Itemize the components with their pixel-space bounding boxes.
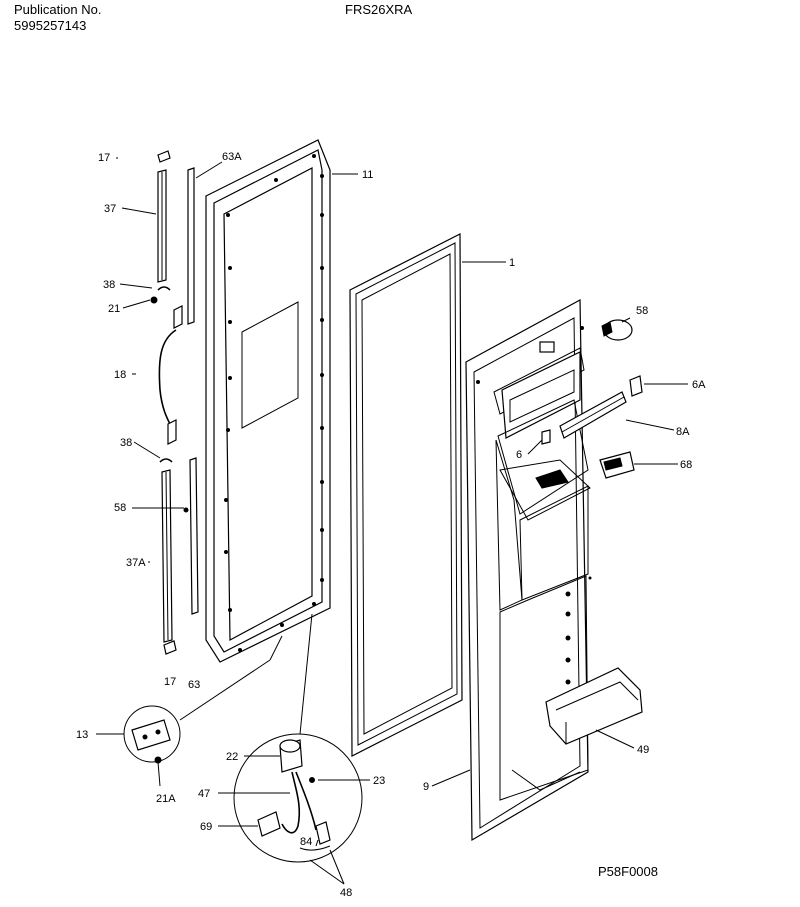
callout-6: 6 (516, 449, 522, 461)
hinge (123, 635, 283, 787)
lever-6 (541, 429, 551, 445)
leader-lines (96, 157, 688, 885)
callout-13: 13 (76, 729, 88, 741)
handle-clip-lower (159, 458, 173, 463)
callout-11: 11 (362, 169, 373, 181)
callout-63A: 63A (222, 151, 242, 163)
callout-37: 37 (104, 203, 116, 215)
callout-38-top: 38 (103, 279, 115, 291)
handle-clip-upper (157, 286, 171, 291)
dispenser-bar-8A (559, 391, 627, 439)
callout-68: 68 (680, 459, 692, 471)
handle-trim-upper (157, 169, 167, 283)
callout-18: 18 (114, 369, 126, 381)
screw-lower (183, 507, 189, 513)
bin-49 (545, 667, 643, 745)
callout-69: 69 (200, 821, 212, 833)
callout-23: 23 (373, 775, 385, 787)
end-cap-top (157, 150, 171, 163)
figure-code: P58F0008 (598, 864, 658, 879)
model-number: FRS26XRA (345, 2, 413, 17)
wiring-detail (233, 613, 370, 863)
screw-58-right (601, 319, 633, 341)
actuator-6A (629, 375, 643, 397)
callout-63: 63 (188, 679, 200, 691)
door-gasket (349, 233, 463, 757)
callout-58-left: 58 (114, 502, 126, 514)
screw-upper (150, 296, 158, 304)
callout-38-bottom: 38 (120, 437, 132, 449)
callout-84: 84 (300, 836, 312, 848)
callout-37A: 37A (126, 557, 146, 569)
publication-number: 5995257143 (14, 18, 87, 33)
callout-9: 9 (423, 781, 429, 793)
door-inner-liner (465, 298, 592, 842)
callout-47: 47 (198, 788, 210, 800)
handle-mount-strip-upper (187, 167, 195, 325)
handle-trim-lower (161, 469, 173, 643)
callout-17-top: 17 (98, 152, 110, 164)
cup-68 (599, 451, 635, 479)
publication-label: Publication No. (14, 2, 102, 17)
callout-17-bottom: 17 (164, 676, 176, 688)
callout-6A: 6A (692, 379, 706, 391)
callout-1: 1 (509, 257, 515, 269)
callout-8A: 8A (676, 426, 690, 438)
callout-58-right: 58 (636, 305, 648, 317)
callout-48: 48 (340, 887, 352, 899)
callout-21: 21 (108, 303, 120, 315)
callout-22: 22 (226, 751, 238, 763)
callout-49: 49 (637, 744, 649, 756)
door-outer-frame (205, 139, 331, 663)
handle-mount-strip-lower (189, 457, 199, 615)
door-handle (158, 305, 183, 445)
end-cap-bottom (163, 640, 177, 655)
callout-21A: 21A (156, 793, 176, 805)
